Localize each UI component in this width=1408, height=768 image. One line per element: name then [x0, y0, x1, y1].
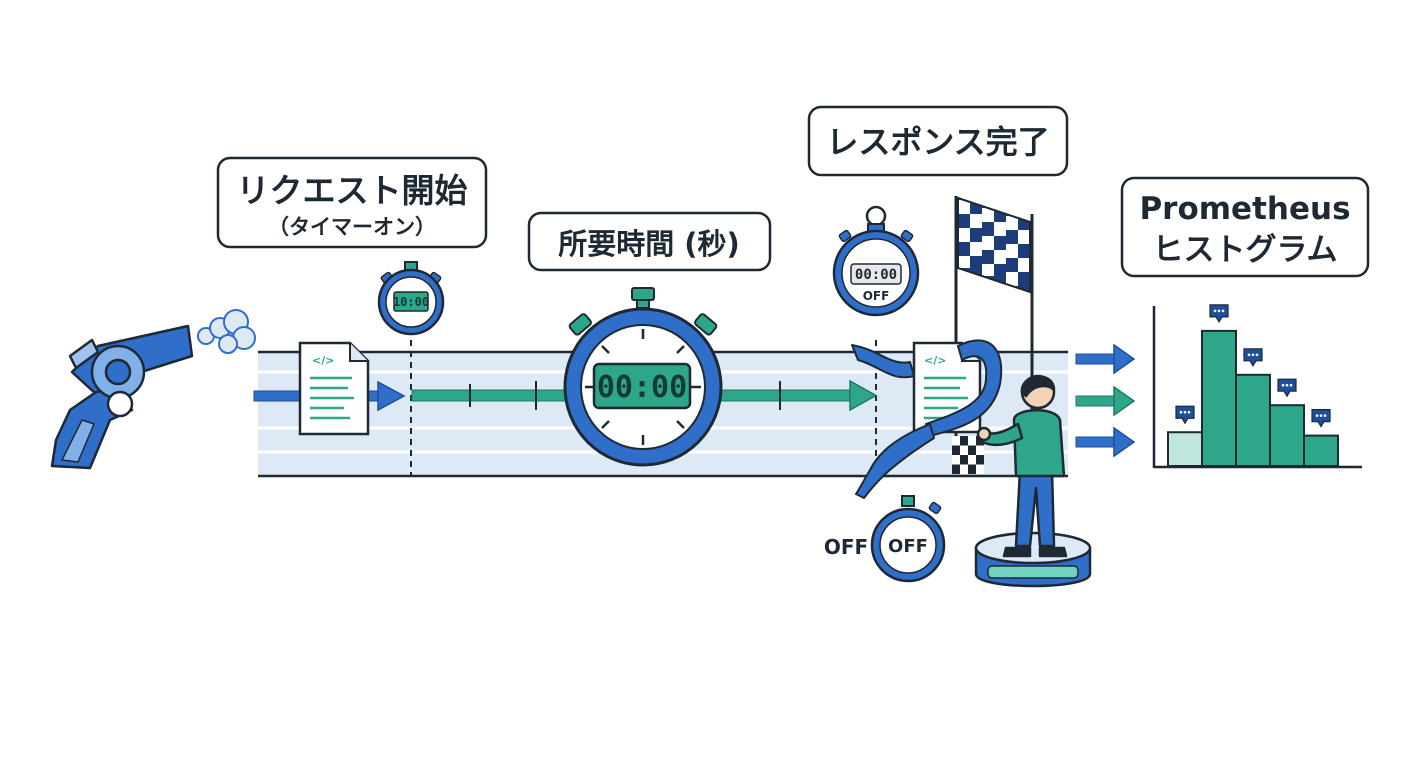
end-stopwatch-display: 00:00 — [855, 267, 897, 283]
start-stopwatch-icon: 10:00 — [377, 261, 445, 336]
off-stopwatch-icon: OFF — [870, 495, 946, 583]
podium-icon — [974, 531, 1092, 588]
duration-label: 所要時間 (秒) — [527, 211, 772, 272]
person-icon — [976, 374, 1068, 558]
histogram-bar — [1303, 434, 1339, 468]
svg-text:</>: </> — [924, 354, 946, 367]
end-stopwatch-icon: 00:00 OFF — [832, 205, 920, 317]
response-done-label: レスポンス完了 — [807, 105, 1069, 177]
smoke-puff-icon — [197, 309, 256, 354]
comment-icon — [1175, 405, 1195, 425]
request-document-icon: </> — [298, 341, 370, 436]
histogram-icon — [1152, 304, 1362, 469]
request-start-title: リクエスト開始 — [237, 171, 468, 210]
request-start-label: リクエスト開始 （タイマーオン） — [216, 156, 488, 249]
off-outer-label: OFF — [824, 535, 868, 559]
histogram-bar — [1269, 404, 1305, 468]
off-stopwatch-state: OFF — [888, 536, 928, 557]
finish-ribbon-icon — [851, 339, 1003, 499]
end-stopwatch-state: OFF — [863, 289, 890, 303]
main-stopwatch-display: 00:00 — [597, 370, 687, 405]
starter-pistol-icon — [50, 324, 194, 470]
main-stopwatch-icon: 00:00 — [563, 287, 723, 467]
histogram-subtitle: ヒストグラム — [1152, 232, 1337, 268]
histogram-bar — [1201, 329, 1237, 467]
comment-icon — [1243, 348, 1263, 367]
duration-title: 所要時間 (秒) — [558, 227, 740, 261]
comment-icon — [1277, 378, 1297, 398]
request-start-subtitle: （タイマーオン） — [268, 215, 436, 239]
output-arrows — [1075, 343, 1136, 458]
svg-text:</>: </> — [312, 354, 334, 367]
histogram-bar — [1167, 431, 1203, 468]
checkered-flag-icon — [952, 196, 1034, 474]
response-done-title: レスポンス完了 — [826, 123, 1049, 161]
histogram-label: Prometheus ヒストグラム — [1120, 176, 1370, 278]
comment-icon — [1311, 409, 1331, 428]
histogram-bar — [1235, 373, 1271, 467]
histogram-title: Prometheus — [1139, 191, 1350, 227]
duration-arrow — [411, 379, 878, 412]
comment-icon — [1209, 304, 1229, 324]
start-stopwatch-display: 10:00 — [393, 295, 429, 309]
